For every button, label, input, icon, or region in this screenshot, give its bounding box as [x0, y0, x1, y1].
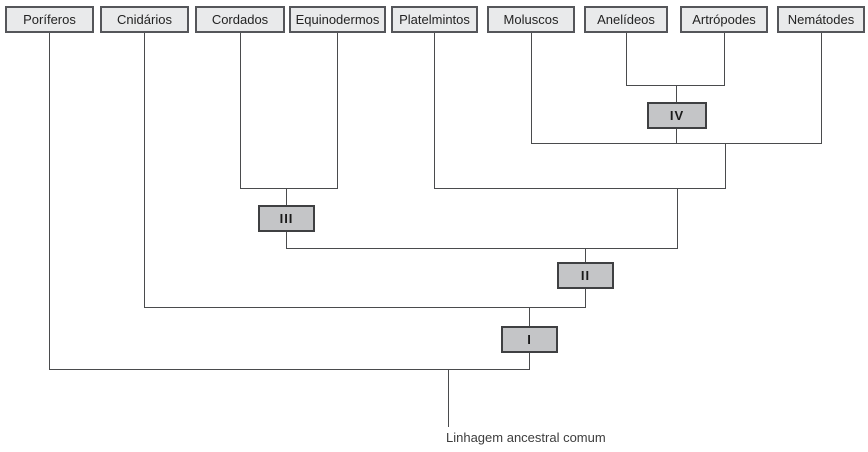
connector-line	[49, 369, 530, 370]
taxon-box-platelmintos: Platelmintos	[391, 6, 478, 33]
connector-line	[448, 369, 449, 427]
connector-line	[677, 188, 678, 249]
taxon-box-equinodermos: Equinodermos	[289, 6, 386, 33]
connector-line	[286, 248, 678, 249]
node-box-i: I	[501, 326, 558, 353]
taxon-box-cnidarios: Cnidários	[100, 6, 189, 33]
taxon-box-anelideos: Anelídeos	[584, 6, 668, 33]
taxon-box-poriferos: Poríferos	[5, 6, 94, 33]
connector-line	[240, 188, 338, 189]
node-box-iv: IV	[647, 102, 707, 129]
connector-line	[725, 143, 726, 189]
connector-line	[240, 33, 241, 189]
taxon-box-artropodes: Artrópodes	[680, 6, 768, 33]
connector-line	[531, 33, 532, 144]
node-box-ii: II	[557, 262, 614, 289]
connector-line	[531, 143, 822, 144]
connector-line	[626, 85, 725, 86]
node-box-iii: III	[258, 205, 315, 232]
connector-line	[337, 33, 338, 189]
connector-line	[144, 33, 145, 308]
connector-line	[821, 33, 822, 144]
connector-line	[434, 188, 726, 189]
connector-line	[626, 33, 627, 86]
connector-line	[49, 33, 50, 370]
taxon-box-moluscos: Moluscos	[487, 6, 575, 33]
taxon-box-cordados: Cordados	[195, 6, 285, 33]
connector-line	[434, 33, 435, 189]
connector-line	[724, 33, 725, 86]
taxon-box-nematodes: Nemátodes	[777, 6, 865, 33]
root-label: Linhagem ancestral comum	[446, 430, 606, 445]
connector-line	[144, 307, 586, 308]
